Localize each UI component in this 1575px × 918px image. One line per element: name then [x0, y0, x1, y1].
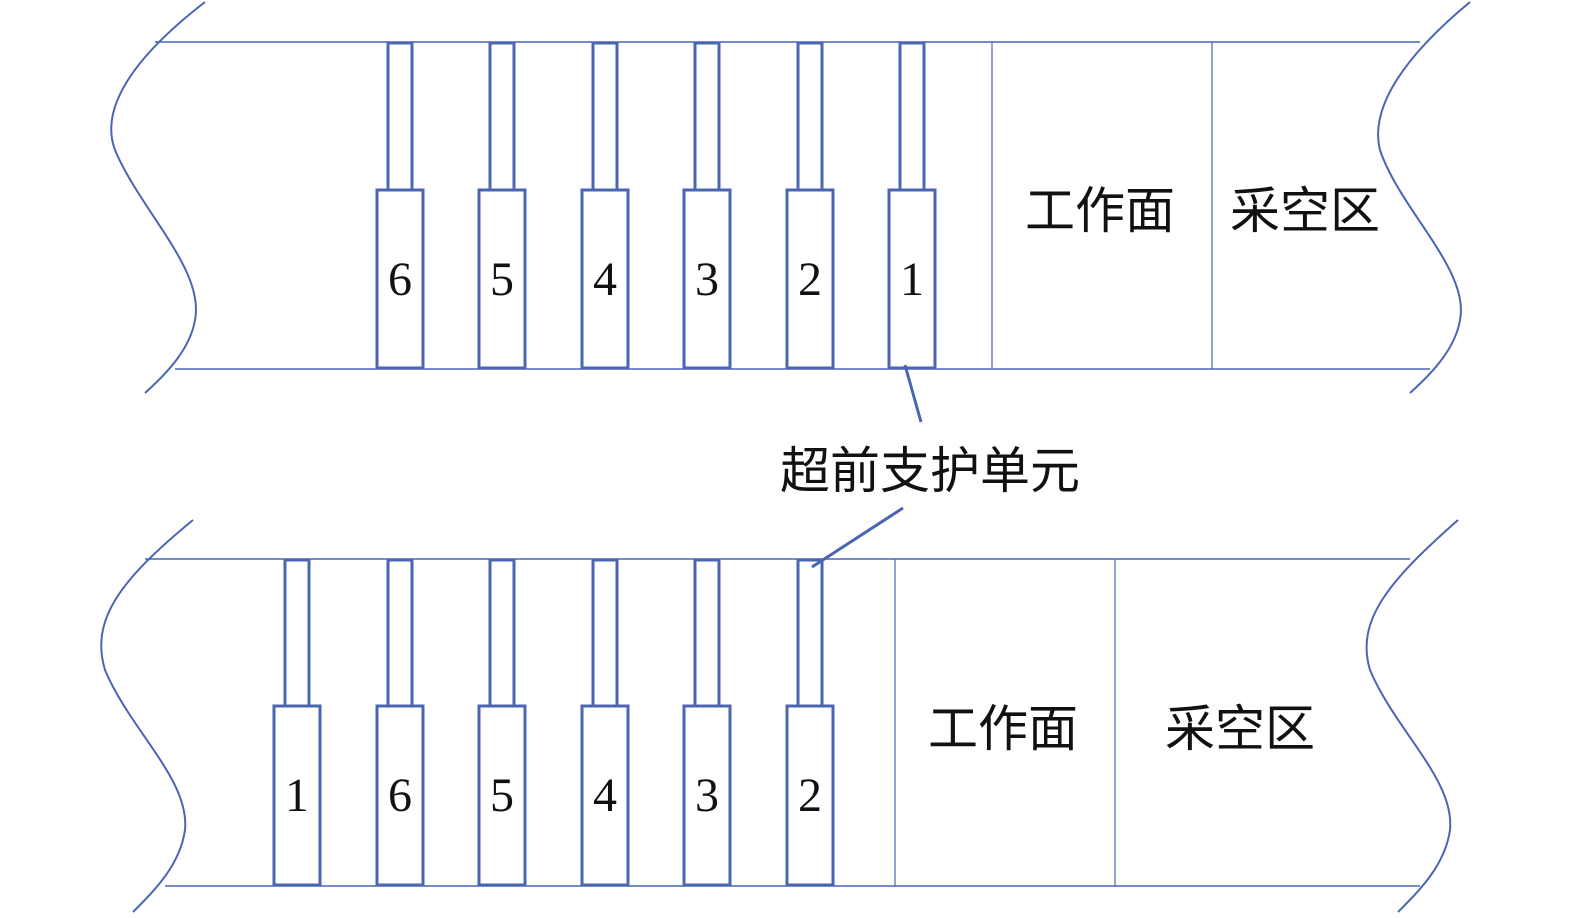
support-base	[375, 704, 425, 887]
bottom-face-label: 工作面	[928, 700, 1078, 758]
unit-number: 2	[798, 253, 822, 306]
support-column	[488, 558, 516, 708]
support-column	[796, 41, 824, 192]
break-line-right	[1365, 519, 1459, 913]
support-base	[682, 188, 732, 370]
unit-number: 1	[900, 253, 924, 306]
support-unit: 3	[682, 558, 732, 887]
break-line-left	[110, 1, 206, 394]
unit-number: 2	[798, 769, 822, 822]
support-base	[785, 704, 835, 887]
unit-number: 3	[695, 769, 719, 822]
support-column	[488, 41, 516, 192]
support-unit: 6	[375, 41, 425, 370]
top-goaf-label: 采空区	[1230, 182, 1380, 240]
support-unit: 2	[785, 41, 835, 370]
break-line-right	[1377, 1, 1471, 394]
callout-leader-top	[903, 364, 923, 423]
support-column	[386, 41, 414, 192]
top-panel: 工作面 采空区 6 5 4 3 2 1	[110, 1, 1471, 394]
support-unit: 4	[580, 558, 630, 887]
top-face-label: 工作面	[1025, 182, 1175, 240]
support-base	[580, 188, 630, 370]
support-unit: 4	[580, 41, 630, 370]
support-base	[477, 704, 527, 887]
support-column	[591, 41, 619, 192]
support-column	[386, 558, 414, 708]
bottom-goaf-label: 采空区	[1165, 700, 1315, 758]
unit-number: 3	[695, 253, 719, 306]
support-column	[591, 558, 619, 708]
unit-number: 5	[490, 253, 514, 306]
support-base	[682, 704, 732, 887]
unit-number: 1	[285, 769, 309, 822]
support-column	[693, 558, 721, 708]
support-unit: 1	[272, 558, 322, 887]
support-unit: 1	[887, 41, 937, 370]
unit-number: 5	[490, 769, 514, 822]
unit-number: 4	[593, 253, 617, 306]
support-base	[375, 188, 425, 370]
callout-label: 超前支护单元	[780, 442, 1080, 500]
support-unit: 5	[477, 41, 527, 370]
support-base	[887, 188, 937, 370]
unit-number: 6	[388, 253, 412, 306]
support-base	[272, 704, 322, 887]
unit-number: 4	[593, 769, 617, 822]
support-base	[477, 188, 527, 370]
support-column	[796, 558, 824, 708]
support-base	[580, 704, 630, 887]
support-column	[283, 558, 311, 708]
support-unit: 5	[477, 558, 527, 887]
support-unit: 6	[375, 558, 425, 887]
support-unit: 2	[785, 558, 835, 887]
support-base	[785, 188, 835, 370]
support-unit: 3	[682, 41, 732, 370]
support-column	[898, 41, 926, 192]
support-column	[693, 41, 721, 192]
unit-number: 6	[388, 769, 412, 822]
bottom-panel: 工作面 采空区 1 6 5 4 3 2	[100, 519, 1459, 913]
callout-leader-bottom	[811, 506, 904, 569]
break-line-left	[100, 519, 194, 913]
